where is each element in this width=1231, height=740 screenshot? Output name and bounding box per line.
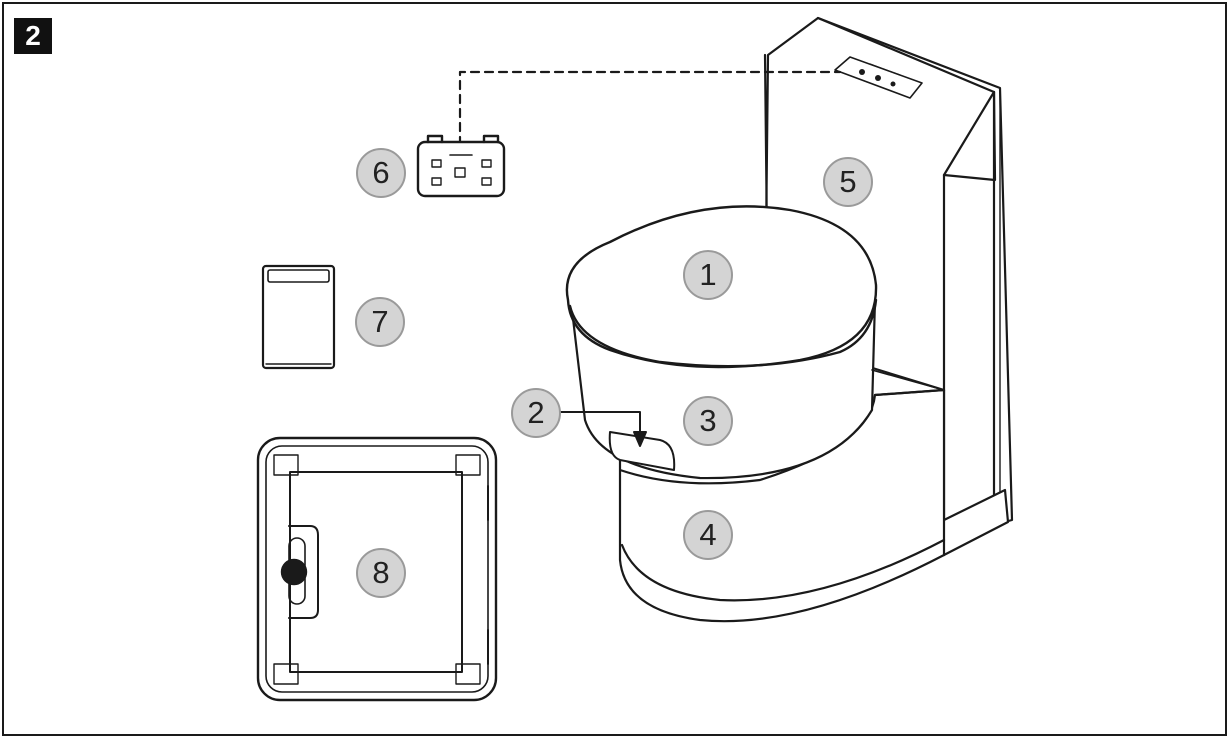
callout-8-service-door: 8 [356,548,406,598]
callout-2-flap: 2 [511,388,561,438]
cabinet-control-panel [834,56,923,99]
callout-5-cabinet: 5 [823,157,873,207]
callout-3-bowl: 3 [683,396,733,446]
connection-cable [458,70,842,147]
callout-1-lid: 1 [683,250,733,300]
toilet-base [618,388,946,623]
cassette-flap [559,411,676,471]
cartridge-box [261,264,336,370]
callout-6-remote-panel: 6 [356,148,406,198]
figure-number-badge: 2 [14,18,52,54]
remote-control-panel [416,134,506,198]
callout-4-base: 4 [683,510,733,560]
callout-7-cartridge: 7 [355,297,405,347]
